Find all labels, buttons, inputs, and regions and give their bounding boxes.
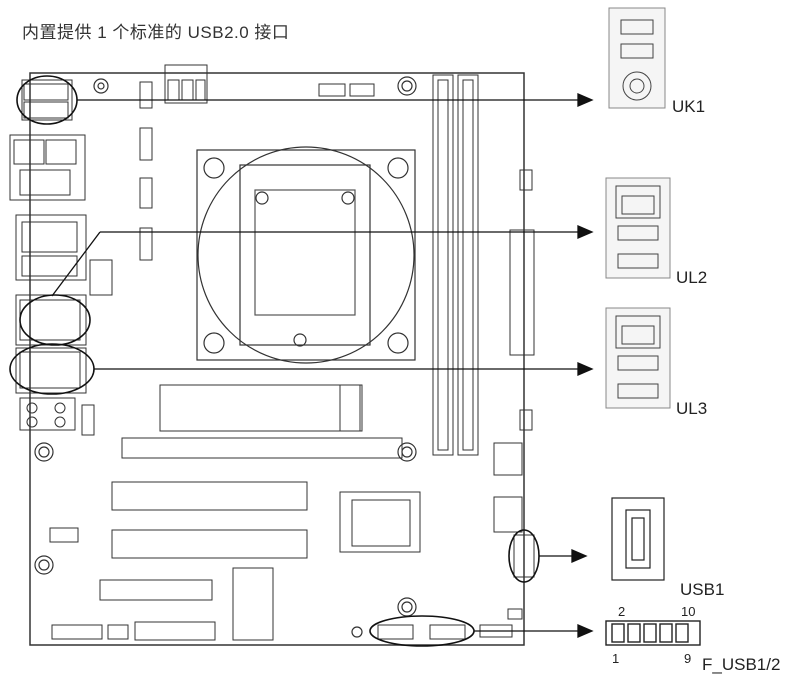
cpu-socket	[196, 146, 416, 364]
expansion-slots	[49, 384, 403, 641]
label-f-usb: F_USB1/2	[702, 655, 781, 674]
label-uk1: UK1	[672, 97, 706, 116]
ul2-port-image	[605, 177, 671, 279]
pin-label-2: 2	[618, 604, 626, 619]
ul3-port-image	[605, 307, 671, 409]
pin-label-1: 1	[612, 651, 620, 666]
rear-io-ports	[9, 79, 87, 431]
label-ul3: UL3	[676, 399, 708, 418]
pin-label-9: 9	[684, 651, 692, 666]
small-headers	[81, 64, 533, 436]
caption: 内置提供 1 个标准的 USB2.0 接口	[22, 23, 290, 42]
chipset	[339, 491, 421, 553]
label-usb1: USB1	[680, 580, 725, 599]
dimm-slots	[432, 74, 479, 456]
pointer-arrows	[51, 93, 594, 638]
pin-label-10: 10	[681, 604, 696, 619]
right-connectors	[377, 442, 535, 640]
usb1-connector-image	[611, 497, 665, 581]
atx-power-connector	[509, 229, 535, 356]
uk1-port-image	[608, 7, 666, 109]
f-usb-header-image	[605, 620, 701, 646]
label-ul2: UL2	[676, 268, 708, 287]
